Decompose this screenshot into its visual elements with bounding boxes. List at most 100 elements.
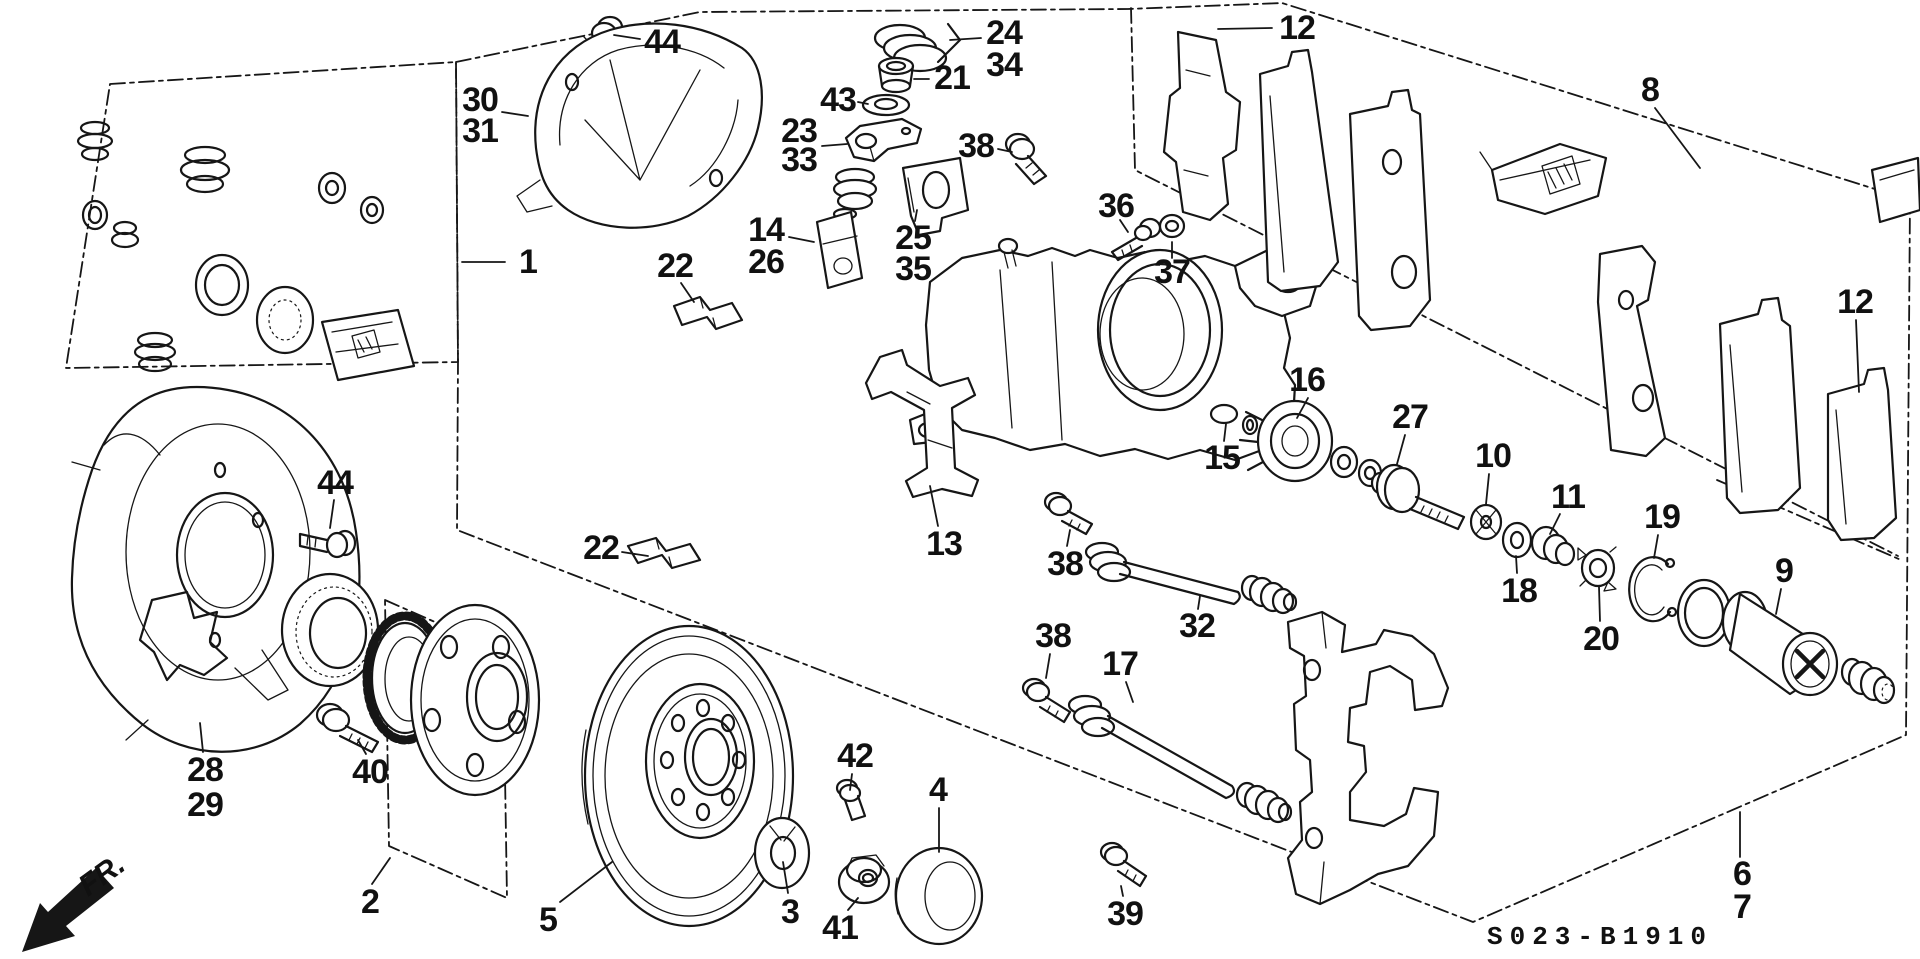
part-callout-23[interactable]: 23 — [781, 112, 818, 150]
part-callout-3[interactable]: 3 — [781, 893, 800, 931]
part-callout-36[interactable]: 36 — [1098, 187, 1135, 225]
part-callout-21[interactable]: 21 — [934, 59, 971, 97]
part-32-slide-pin-upper-drawing — [1084, 541, 1298, 615]
part-callout-28[interactable]: 28 — [187, 751, 224, 789]
part-callout-38b[interactable]: 38 — [1047, 545, 1084, 583]
part-callout-4[interactable]: 4 — [929, 771, 948, 809]
part-piston-grommet-drawing — [1840, 657, 1896, 705]
part-callout-19[interactable]: 19 — [1644, 498, 1681, 536]
leader-line-12a — [1217, 27, 1273, 30]
part-callout-41[interactable]: 41 — [822, 909, 859, 947]
leader-line-25 — [914, 209, 918, 222]
part-callout-31[interactable]: 31 — [462, 112, 499, 150]
part-5-brake-rotor-drawing — [581, 624, 795, 928]
part-callout-12a[interactable]: 12 — [1279, 9, 1316, 47]
part-callout-44b[interactable]: 44 — [317, 464, 354, 502]
part-callout-33[interactable]: 33 — [781, 141, 818, 179]
part-callout-7[interactable]: 7 — [1733, 888, 1752, 926]
callout-leader-lines — [199, 27, 1860, 911]
part-callout-30[interactable]: 30 — [462, 81, 499, 119]
leader-line-44a — [613, 34, 641, 40]
part-callout-17[interactable]: 17 — [1102, 645, 1139, 683]
part-callout-12b[interactable]: 12 — [1837, 283, 1874, 321]
part-callout-38c[interactable]: 38 — [1035, 617, 1072, 655]
part-callout-22b[interactable]: 22 — [583, 529, 620, 567]
part-callout-18[interactable]: 18 — [1501, 572, 1538, 610]
part-27-adjusting-bolt-drawing — [1370, 463, 1466, 531]
part-callout-14[interactable]: 14 — [748, 211, 785, 249]
part-12-pad-outer-left-drawing — [1348, 88, 1432, 332]
part-callout-10[interactable]: 10 — [1475, 437, 1512, 475]
leader-line-41 — [847, 897, 859, 911]
part-callout-27[interactable]: 27 — [1392, 398, 1429, 436]
leader-line-16 — [1296, 397, 1309, 419]
leader-line-3 — [782, 861, 789, 894]
part-callout-24[interactable]: 24 — [986, 14, 1023, 52]
part-36-bleed-screw-drawing — [1110, 217, 1162, 262]
part-callout-42[interactable]: 42 — [837, 737, 874, 775]
leader-line-18 — [1515, 555, 1518, 574]
part-40-hub-bolt-drawing — [315, 702, 380, 754]
part-callout-13[interactable]: 13 — [926, 525, 963, 563]
part-piston-boot-ring-drawing — [1676, 578, 1732, 648]
part-callout-1[interactable]: 1 — [519, 243, 538, 281]
leader-line-13 — [929, 485, 939, 527]
part-30-31-splash-guard-drawing — [516, 22, 763, 229]
leader-line-12b — [1855, 319, 1860, 393]
part-2-hub-assembly-drawing — [362, 603, 541, 797]
part-20-pawl-washer-drawing — [1577, 546, 1617, 592]
part-callout-22a[interactable]: 22 — [657, 247, 694, 285]
leader-line-23 — [821, 143, 848, 147]
part-callout-35[interactable]: 35 — [895, 250, 932, 288]
leader-line-39 — [1120, 885, 1124, 897]
part-callout-37[interactable]: 37 — [1154, 253, 1191, 291]
part-callout-44a[interactable]: 44 — [644, 23, 681, 61]
part-callout-6[interactable]: 6 — [1733, 855, 1752, 893]
part-25-pivot-plate-drawing — [901, 156, 970, 237]
part-callout-25[interactable]: 25 — [895, 219, 932, 257]
part-12-pad-shim-left-drawing — [1162, 30, 1242, 222]
part-14-26-lever-pin-drawing — [815, 167, 878, 290]
diagram-code: S023-B1910 — [1486, 922, 1714, 952]
part-bearing-seal-ring-drawing — [280, 572, 380, 688]
leader-line-24 — [949, 37, 982, 41]
part-callout-39[interactable]: 39 — [1107, 895, 1144, 933]
part-callout-5[interactable]: 5 — [539, 901, 558, 939]
part-callout-11[interactable]: 11 — [1551, 478, 1586, 516]
leader-line-17 — [1125, 681, 1134, 703]
part-callout-2[interactable]: 2 — [361, 883, 380, 921]
part-callout-9[interactable]: 9 — [1775, 552, 1794, 590]
leader-line-14 — [788, 236, 815, 243]
part-9-caliper-piston-drawing — [1721, 590, 1839, 697]
part-13-pad-spring-drawing — [864, 348, 980, 499]
leader-line-30 — [501, 111, 529, 117]
border-hub-box — [384, 599, 508, 899]
part-callout-15[interactable]: 15 — [1204, 439, 1241, 477]
part-44-flange-bolt-lower-drawing — [298, 529, 357, 559]
border-main-panel — [455, 2, 1911, 923]
leader-line-38c — [1045, 653, 1051, 679]
part-38-caliper-bolt-top-drawing — [1004, 132, 1048, 186]
part-28-29-backing-plate-drawing — [70, 385, 361, 753]
part-callout-16[interactable]: 16 — [1289, 361, 1326, 399]
part-callout-34[interactable]: 34 — [986, 46, 1023, 84]
fr-direction-arrow-icon — [22, 868, 114, 952]
part-callout-32[interactable]: 32 — [1179, 607, 1216, 645]
leader-line-38b — [1066, 529, 1071, 547]
leader-line-44b — [329, 499, 335, 529]
part-callout-8[interactable]: 8 — [1641, 71, 1660, 109]
part-callout-38a[interactable]: 38 — [958, 127, 995, 165]
part-22-pad-retainer-lower-drawing — [626, 536, 702, 570]
leader-line-22b — [621, 551, 649, 557]
part-callout-20[interactable]: 20 — [1583, 620, 1620, 658]
part-grease-packet-edge-drawing — [1870, 156, 1920, 224]
leader-line-8 — [1654, 107, 1701, 169]
part-callout-43[interactable]: 43 — [820, 81, 857, 119]
part-callout-29[interactable]: 29 — [187, 786, 224, 824]
leader-line-28 — [199, 722, 204, 753]
part-callout-26[interactable]: 26 — [748, 243, 785, 281]
part-callout-40[interactable]: 40 — [352, 753, 389, 791]
part-24-34-return-spring-drawing — [873, 22, 962, 73]
part-19-circlip-drawing — [1628, 556, 1678, 623]
